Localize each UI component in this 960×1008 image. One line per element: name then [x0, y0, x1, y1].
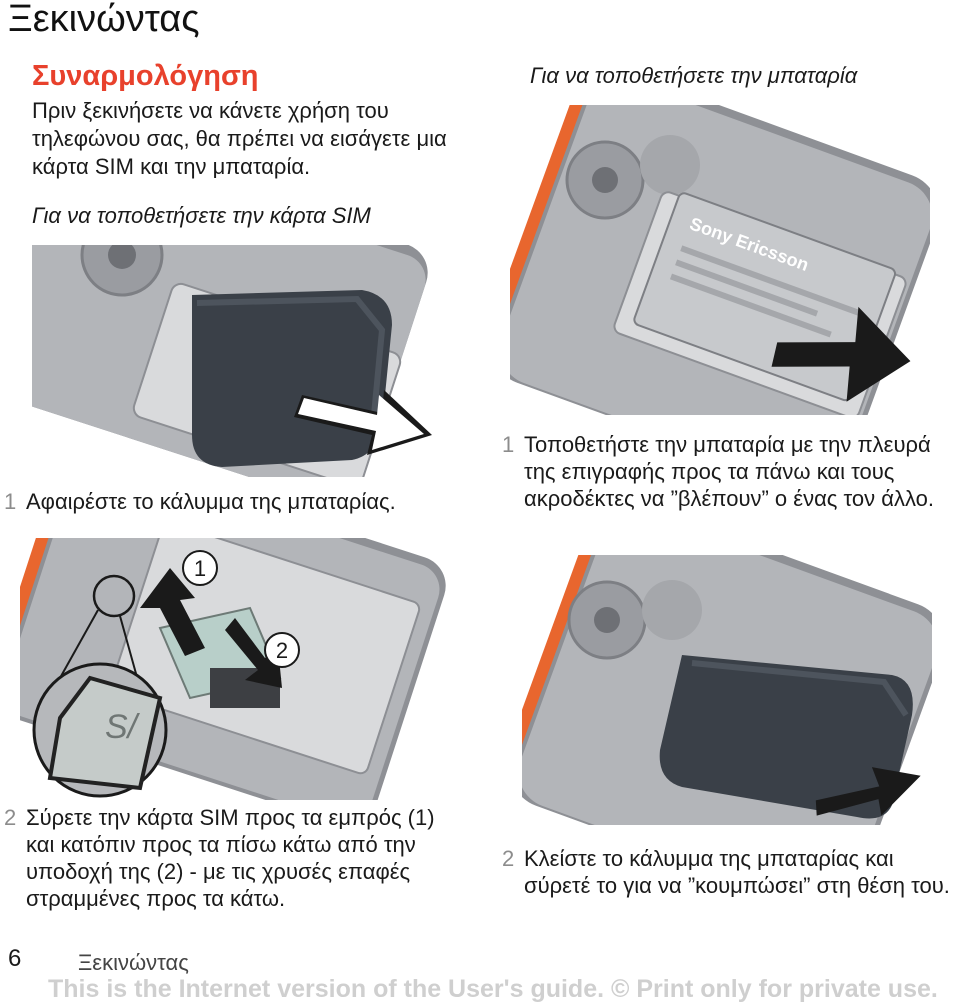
slide-sim-illustration: 1 2 S/: [20, 538, 460, 800]
step-number: 2: [502, 846, 515, 871]
push-in-arrow-icon: [771, 306, 911, 402]
callout-2-label: 2: [276, 638, 288, 663]
watermark: This is the Internet version of the User…: [48, 975, 938, 1003]
step-text: Σύρετε την κάρτα SIM προς τα εμπρός (1) …: [26, 805, 435, 911]
step-number: 1: [502, 432, 515, 457]
sim-forward-arrow-icon: [140, 568, 205, 656]
step-text: Τοποθετήστε την μπαταρία με την πλευρά τ…: [524, 432, 934, 511]
sim-step-2: 2 Σύρετε την κάρτα SIM προς τα εμπρός (1…: [4, 804, 464, 912]
remove-cover-illustration: [32, 245, 472, 477]
page-number: 6: [8, 945, 22, 972]
step-text: Κλείστε το κάλυμμα της μπαταρίας και σύρ…: [524, 846, 950, 898]
step-text: Αφαιρέστε το κάλυμμα της μπαταρίας.: [26, 489, 396, 514]
zoom-text: S/: [105, 708, 141, 746]
page-title: Ξεκινώντας: [8, 0, 200, 40]
step-number: 2: [4, 805, 17, 830]
sim-back-arrow-icon: [225, 618, 282, 688]
battery-heading: Για να τοποθετήσετε την μπαταρία: [530, 63, 858, 88]
step-number: 1: [4, 489, 17, 514]
slide-out-arrow-icon: [294, 390, 432, 455]
sim-step-1: 1 Αφαιρέστε το κάλυμμα της μπαταρίας.: [4, 488, 464, 515]
close-cover-illustration: [522, 555, 932, 825]
sim-heading: Για να τοποθετήσετε την κάρτα SIM: [32, 203, 371, 228]
intro-paragraph: Πριν ξεκινήσετε να κάνετε χρήση του τηλε…: [32, 98, 447, 179]
footer-section: Ξεκινώντας: [78, 950, 189, 975]
insert-battery-illustration: Sony Ericsson: [510, 105, 930, 415]
battery-step-1: 1 Τοποθετήστε την μπαταρία με την πλευρά…: [502, 431, 952, 512]
callout-1-circle: [182, 550, 218, 586]
callout-2-circle: [264, 632, 300, 668]
close-cover-arrow-icon: [815, 767, 921, 816]
battery-step-2: 2 Κλείστε το κάλυμμα της μπαταρίας και σ…: [502, 845, 952, 899]
zoom-detail-circle: S/: [32, 662, 168, 798]
callout-1-label: 1: [194, 556, 206, 581]
section-title: Συναρμολόγηση: [32, 60, 259, 92]
